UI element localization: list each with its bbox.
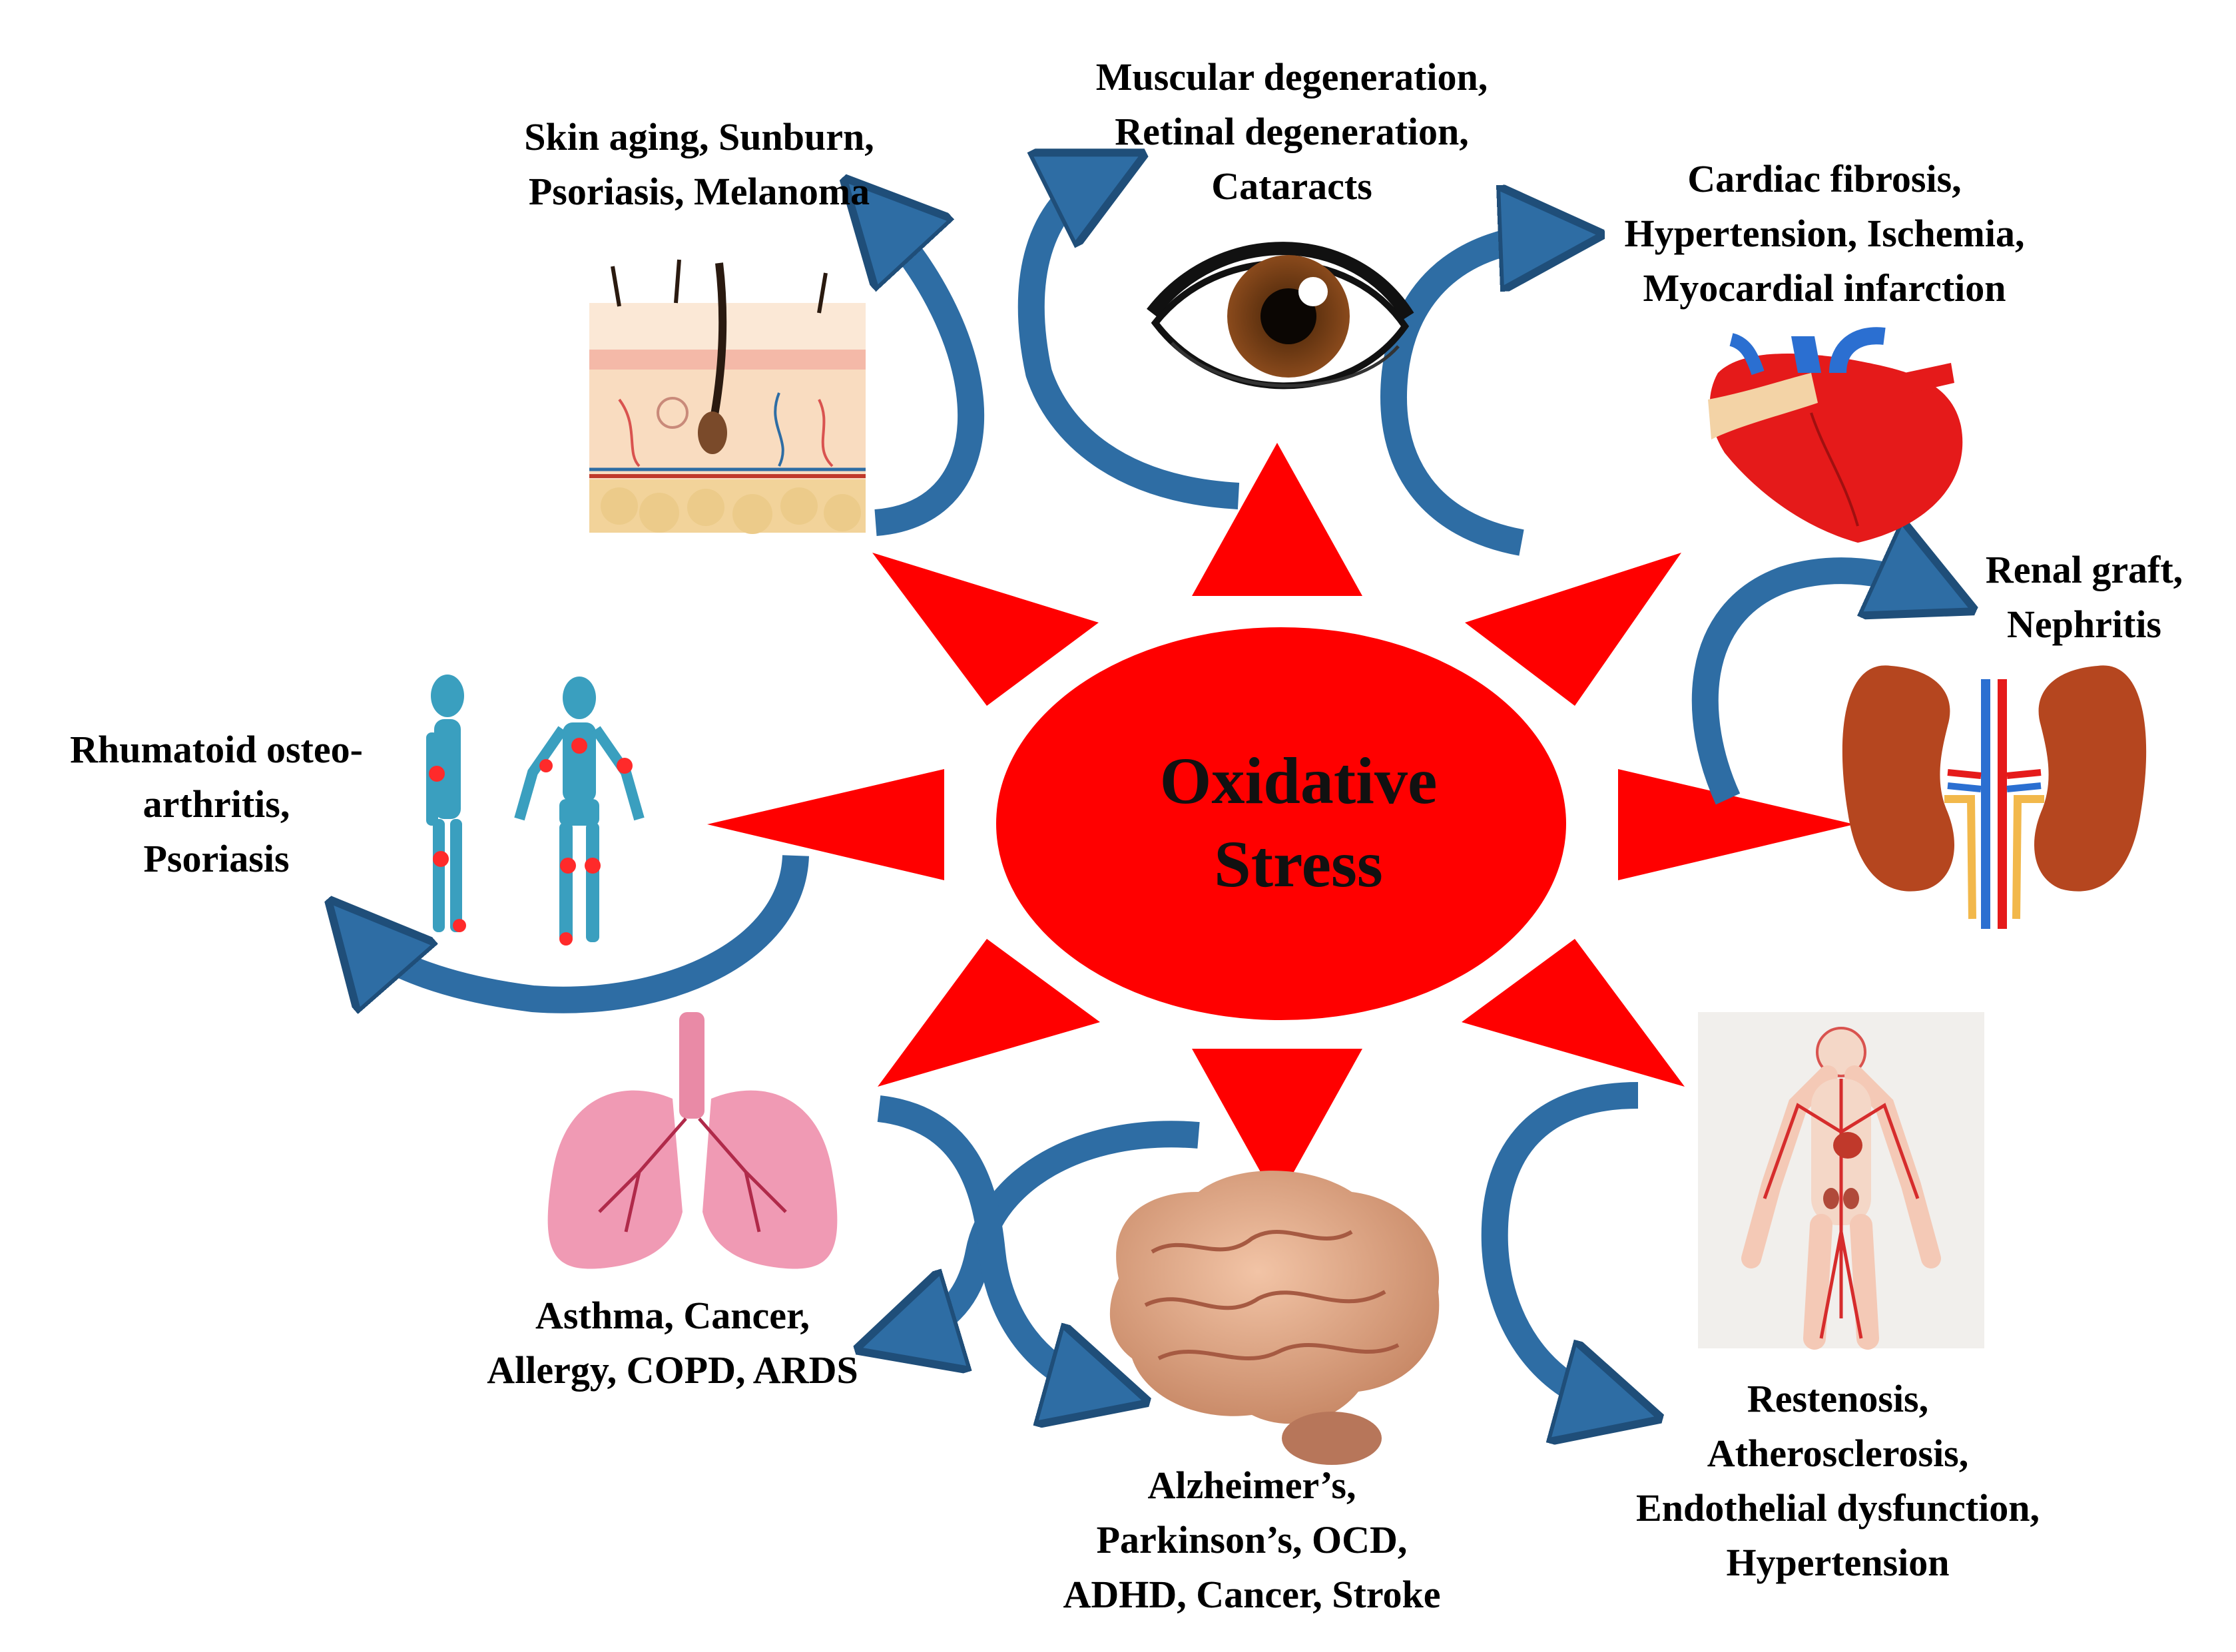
kidney-label-line: Renal graft, xyxy=(1985,548,2183,591)
vessels-label: Restenosis, Atherosclerosis, Endothelial… xyxy=(1565,1372,2111,1590)
arrow-to-kidney xyxy=(1691,571,1928,805)
stress-rays xyxy=(707,443,1854,1202)
brain-label-line: Parkinson’s, OCD, xyxy=(1096,1518,1408,1561)
arrow-to-heart xyxy=(1380,236,1551,556)
eye-label-line: Retinal degeneration, xyxy=(1115,110,1469,153)
ray-right xyxy=(1618,769,1854,880)
brain-label-line: ADHD, Cancer, Stroke xyxy=(1063,1573,1441,1616)
ray-top-left xyxy=(872,553,1099,706)
heart-label-line: Hypertension, Ischemia, xyxy=(1624,212,2025,255)
vessels-label-line: Hypertension xyxy=(1726,1541,1950,1584)
ray-left xyxy=(707,769,944,880)
joints-label-line: arthritis, xyxy=(142,782,290,826)
lungs-icon xyxy=(547,1012,838,1269)
ray-bottom xyxy=(1192,1049,1362,1202)
heart-icon xyxy=(1708,327,1963,543)
eye-icon xyxy=(1147,242,1414,390)
vessels-label-line: Atherosclerosis, xyxy=(1707,1432,1969,1475)
vessels-label-line: Restenosis, xyxy=(1747,1377,1929,1420)
brain-icon xyxy=(1109,1171,1440,1465)
arrow-to-vessels xyxy=(1481,1082,1638,1405)
arrow-to-brain xyxy=(877,1095,1099,1388)
kidney-label-line: Nephritis xyxy=(2007,603,2161,646)
center-line-2: Stress xyxy=(1214,827,1383,901)
center-label: Oxidative Stress xyxy=(992,739,1605,906)
eye-label-line: Cataracts xyxy=(1211,164,1372,208)
arrows xyxy=(363,176,1928,1405)
eye-label: Muscular degeneration, Retinal degenerat… xyxy=(1019,50,1565,214)
brain-label: Alzheimer’s, Parkinson’s, OCD, ADHD, Can… xyxy=(999,1458,1505,1622)
skin-label-line: Skin aging, Sunburn, xyxy=(524,115,874,158)
eye-label-line: Muscular degeneration, xyxy=(1095,55,1488,99)
heart-label-line: Cardiac fibrosis, xyxy=(1687,157,1962,200)
vessels-label-line: Endothelial dysfunction, xyxy=(1636,1486,2040,1529)
lungs-label-line: Allergy, COPD, ARDS xyxy=(487,1348,858,1392)
lungs-label: Asthma, Cancer, Allergy, COPD, ARDS xyxy=(426,1288,919,1398)
oxidative-stress-ellipse xyxy=(996,627,1566,1020)
skin-label: Skin aging, Sunburn, Psoriasis, Melanoma xyxy=(459,110,939,219)
kidney-icon xyxy=(1842,665,2147,929)
ray-top xyxy=(1192,443,1362,596)
joints-label: Rhumatoid osteo- arthritis, Psoriasis xyxy=(27,722,406,886)
brain-label-line: Alzheimer’s, xyxy=(1147,1464,1356,1507)
lungs-label-line: Asthma, Cancer, xyxy=(535,1294,810,1337)
arrow-to-eye xyxy=(1017,176,1240,509)
skin-label-line: Psoriasis, Melanoma xyxy=(528,170,870,213)
ray-bottom-right xyxy=(1462,939,1685,1087)
joints-label-line: Psoriasis xyxy=(143,837,290,880)
arrow-to-skin xyxy=(876,216,985,536)
center-line-1: Oxidative xyxy=(1159,744,1438,818)
skeleton-icon xyxy=(426,675,645,946)
ray-top-right xyxy=(1465,553,1681,706)
circulatory-system-icon xyxy=(1698,1012,1984,1350)
ray-bottom-left xyxy=(878,939,1100,1087)
skin-icon xyxy=(589,259,866,534)
arrow-to-joints xyxy=(363,854,809,1000)
heart-label-line: Myocardial infarction xyxy=(1643,266,2006,310)
kidney-label: Renal graft, Nephritis xyxy=(1944,543,2224,652)
joints-label-line: Rhumatoid osteo- xyxy=(70,728,363,771)
heart-label: Cardiac fibrosis, Hypertension, Ischemia… xyxy=(1551,152,2097,316)
